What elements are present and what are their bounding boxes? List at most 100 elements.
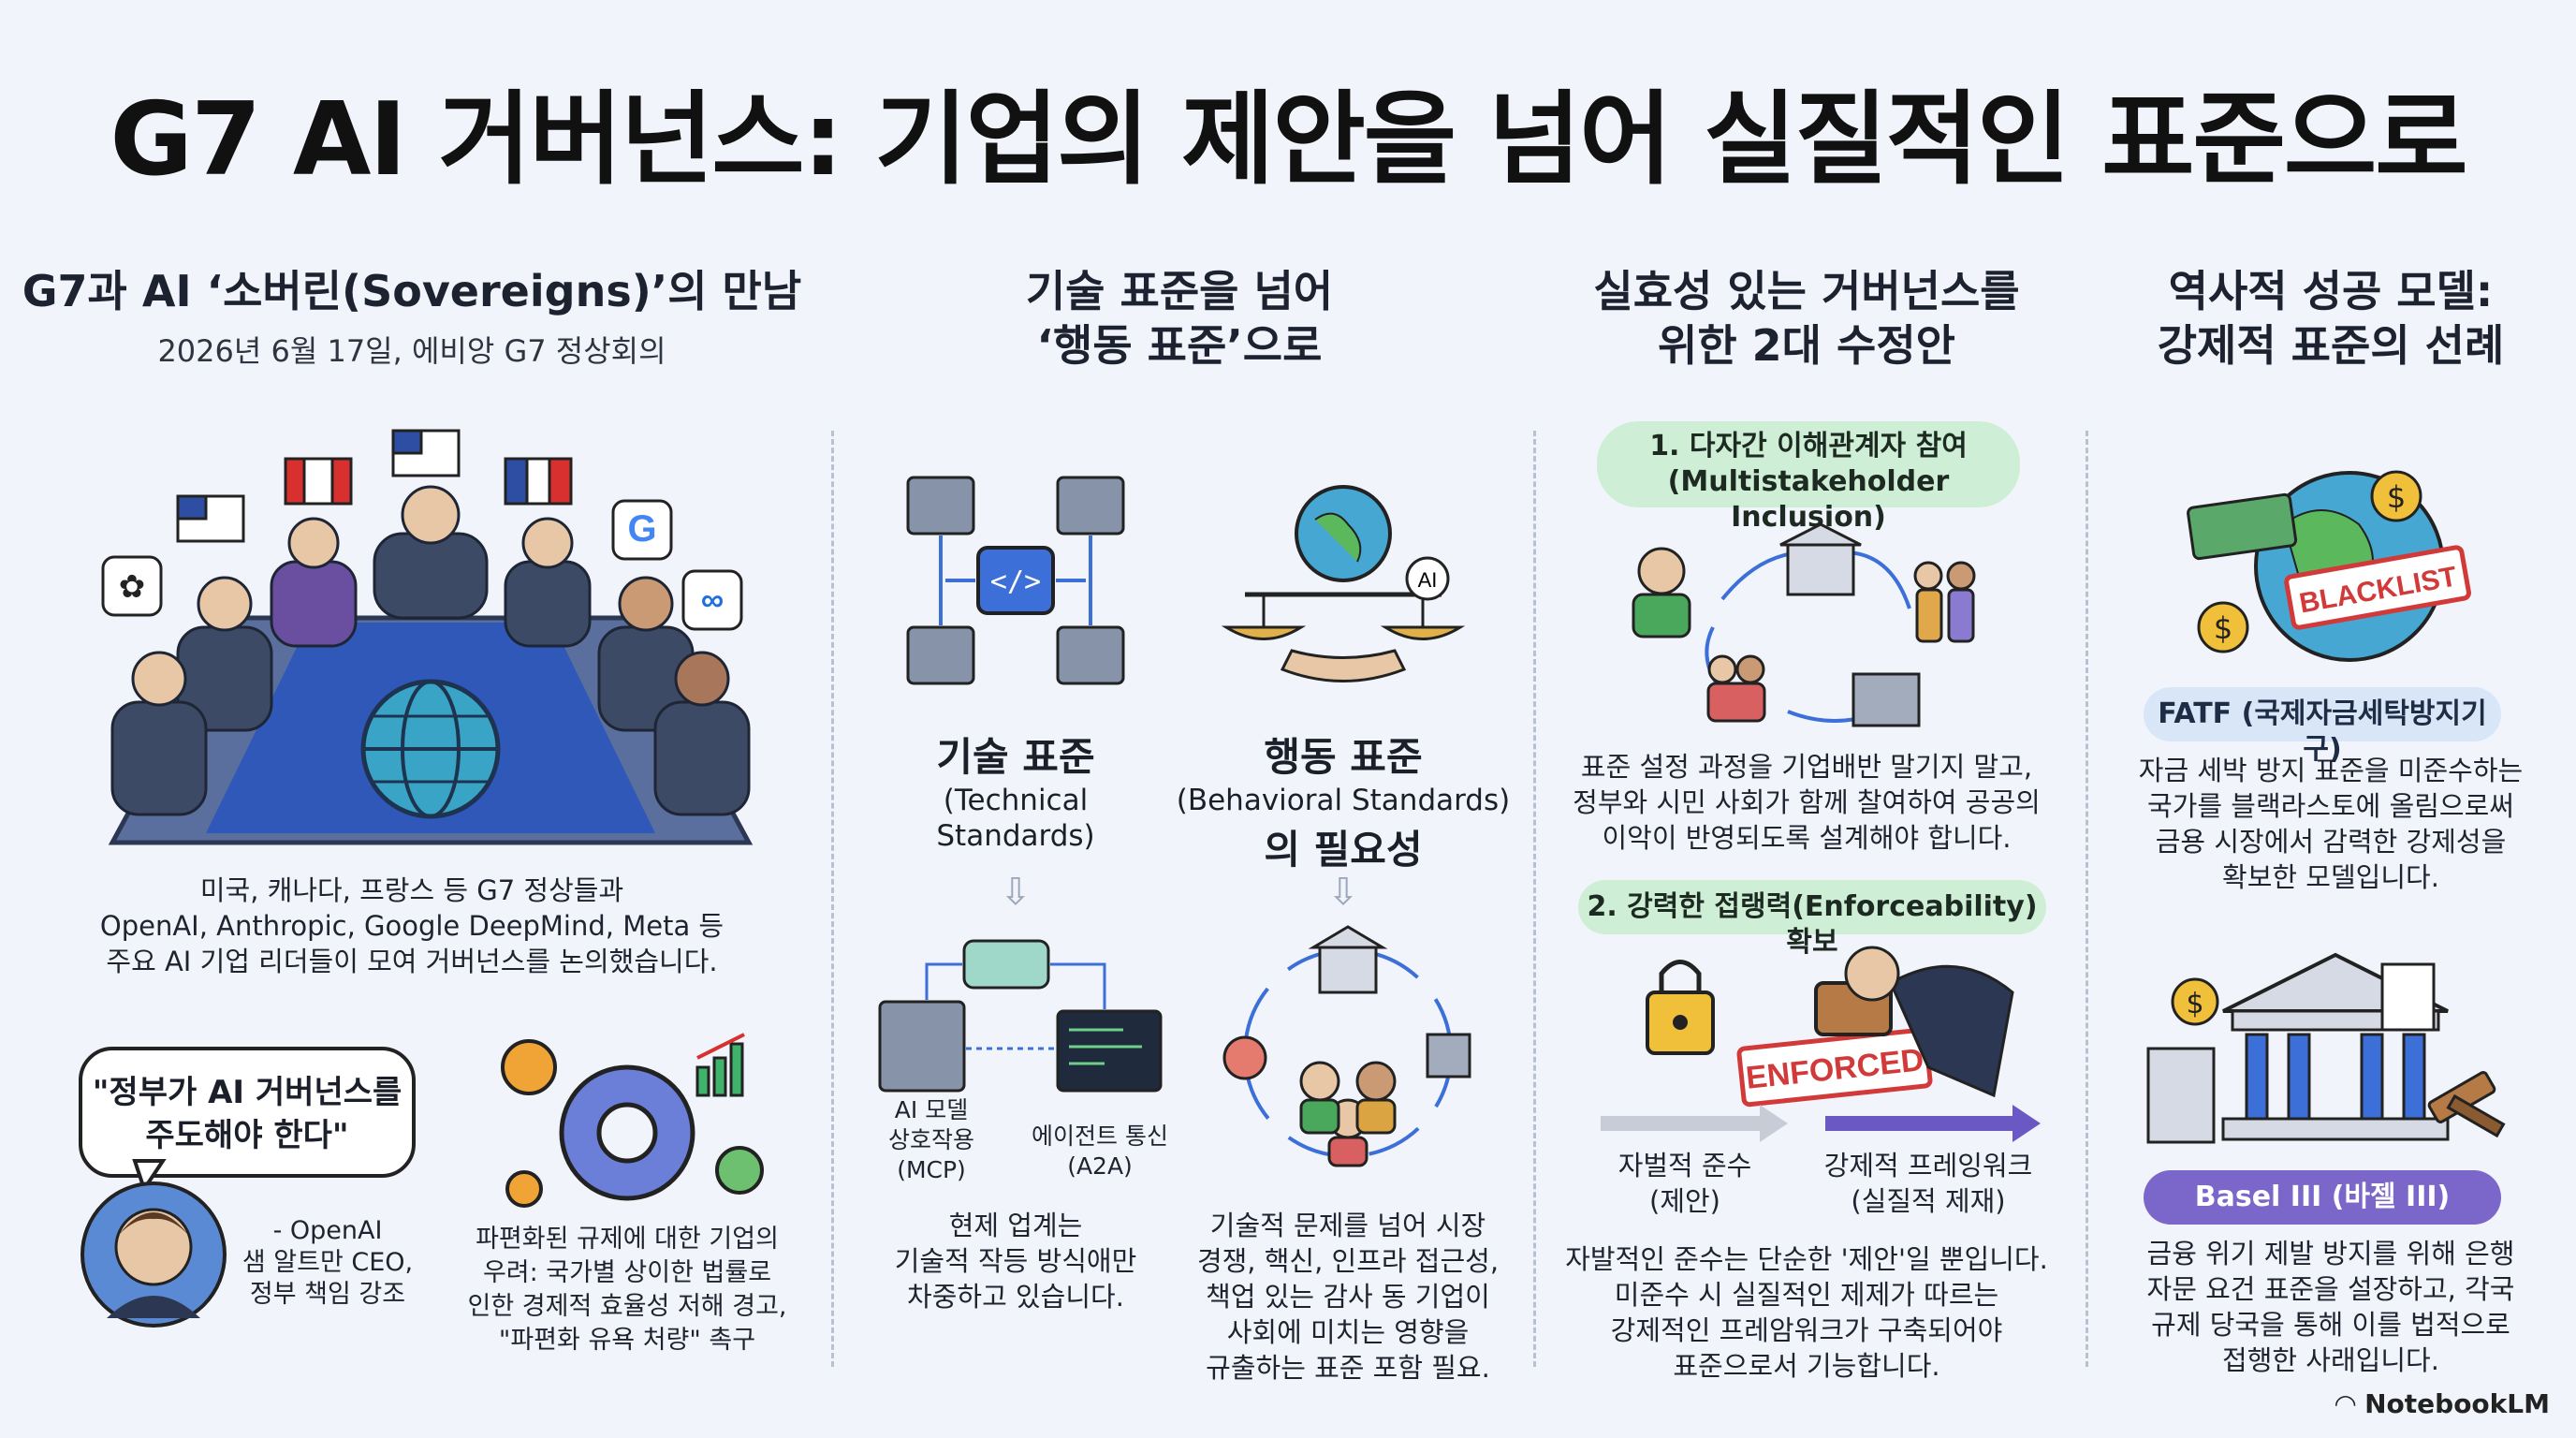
balance-scale-icon: AI (1221, 485, 1466, 682)
tech-standard-title: 기술 표준 (936, 734, 1095, 780)
enforceability-desc: 자발적인 준수는 단순한 '제안'일 뿐입니다. 미준수 시 실질적인 제제가 … (1554, 1241, 2059, 1384)
behav-standard-sub: (Behavioral Standards) (1176, 784, 1511, 817)
behav-standard-label: 행동 표준 (Behavioral Standards) 의 필요성 (1161, 726, 1526, 875)
bank-gavel-illustration: $ (2146, 952, 2506, 1144)
tech-standard-sub: (Technical (943, 784, 1089, 817)
attr-line: 샘 알트만 CEO, (242, 1248, 414, 1277)
svg-text:$: $ (2387, 479, 2406, 515)
sam-altman-avatar (80, 1159, 227, 1328)
svg-text:✿: ✿ (119, 568, 146, 606)
col3-heading-line: 위한 2대 수정안 (1658, 320, 1955, 371)
concern-line: 인한 경제적 효율성 저해 경고, (467, 1292, 787, 1321)
arrow-down-icon: ⇩ (1327, 871, 1359, 914)
tech-standard-sub: Standards) (936, 819, 1095, 853)
caption-line: OpenAI, Anthropic, Google DeepMind, Meta… (99, 910, 724, 942)
col4-heading-line: 강제적 표준의 선례 (2157, 320, 2505, 371)
tech-standard-label: 기술 표준 (Technical Standards) (880, 726, 1151, 854)
mandatory-line: (실질적 제재) (1851, 1185, 2006, 1217)
stakeholder-cycle-icon (1632, 522, 1976, 727)
server-network-icon: </> (906, 476, 1125, 685)
desc-line: 규제 당국을 통해 이를 법적으로 (2151, 1309, 2510, 1341)
desc-line: 표준으로서 기능합니다. (1673, 1350, 1940, 1382)
mcp-line: 상호작용 (887, 1126, 974, 1153)
multistakeholder-pill: 1. 다자간 이해관계자 참여 (Multistakeholder Inclus… (1597, 421, 2020, 534)
voluntary-line: 자벌적 준수 (1617, 1150, 1752, 1181)
caption-line: 미국, 캐나다, 프랑스 등 G7 정상들과 (199, 874, 624, 906)
quote-bubble: "정부가 AI 거버넌스를 주도해야 한다" (79, 1047, 416, 1178)
mandatory-label: 강제적 프레잉워크 (실질적 제재) (1797, 1148, 2059, 1219)
behav-desc: 기술적 문제를 넘어 시장 경쟁, 핵신, 인프라 접근성, 책업 있는 감사 … (1179, 1208, 1516, 1386)
behav-standard-title: 행동 표준 (1264, 734, 1423, 780)
behav-desc-line: 기술적 문제를 넘어 시장 (1209, 1210, 1486, 1241)
concern-line: 파편화된 규제에 대한 기업의 (476, 1225, 779, 1254)
desc-line: 자금 세박 방지 표준을 미준수하는 (2138, 755, 2524, 786)
tech-desc-line: 기술적 작등 방식애만 (894, 1245, 1137, 1277)
tech-desc-line: 현제 업계는 (948, 1210, 1083, 1241)
attr-line: - OpenAI (272, 1216, 383, 1245)
brand-mark: ◠ NotebookLM (2335, 1388, 2550, 1419)
col4-header: 역사적 성공 모델: 강제적 표준의 선례 (2097, 264, 2565, 373)
column-divider (2086, 431, 2088, 1367)
behav-standard-need: 의 필요성 (1264, 827, 1423, 873)
col1-heading: G7과 AI ‘소버린(Sovereigns)’의 만남 (22, 266, 802, 316)
quote-attribution: - OpenAI 샘 알트만 CEO, 정부 책임 강조 (234, 1215, 421, 1311)
desc-line: 정부와 시민 사회가 함께 찰여하여 공공의 (1573, 786, 2041, 818)
tech-desc-line: 차중하고 있습니다. (907, 1281, 1124, 1313)
behav-desc-line: 규출하는 표준 포함 필요. (1206, 1352, 1490, 1384)
svg-text:</>: </> (990, 565, 1041, 598)
svg-text:G: G (627, 508, 656, 550)
desc-line: 금융 위기 제발 방지를 위해 은행 (2146, 1238, 2515, 1269)
mcp-line: (MCP) (897, 1156, 966, 1183)
col2-heading-line: ‘행동 표준’으로 (1036, 320, 1323, 371)
quote-line: 주도해야 한다" (145, 1117, 349, 1154)
quote-line: "정부가 AI 거버넌스를 (92, 1074, 402, 1111)
col3-heading-line: 실효성 있는 거버넌스를 (1593, 266, 2020, 316)
mcp-label: AI 모델 상호작용 (MCP) (866, 1095, 997, 1185)
col1-subheading: 2026년 6월 17일, 에비앙 G7 정상회의 (157, 333, 666, 369)
mcp-line: AI 모델 (894, 1096, 969, 1123)
desc-line: 국가를 블랙라스토에 올림으로써 (2147, 790, 2514, 822)
basel-desc: 금융 위기 제발 방지를 위해 은행 자문 요건 표준을 설장하고, 각국 규제… (2097, 1236, 2565, 1378)
behav-desc-line: 책업 있는 감사 동 기업이 (1206, 1281, 1490, 1313)
attr-line: 정부 책임 강조 (249, 1280, 406, 1309)
col4-heading-line: 역사적 성공 모델: (2168, 266, 2494, 316)
col3-header: 실효성 있는 거버넌스를 위한 2대 수정안 (1544, 264, 2069, 373)
basel-pill: Basel III (바젤 III) (2144, 1170, 2501, 1225)
svg-text:AI: AI (1418, 568, 1438, 592)
svg-text:$: $ (2186, 988, 2203, 1020)
fatf-desc: 자금 세박 방지 표준을 미준수하는 국가를 블랙라스토에 올림으로써 금용 시… (2097, 753, 2565, 895)
col1-caption: 미국, 캐나다, 프랑스 등 G7 정상들과 OpenAI, Anthropic… (37, 873, 786, 979)
pill-line: (Multistakeholder Inclusion) (1667, 465, 1950, 534)
tech-desc: 현제 업계는 기술적 작등 방식애만 차중하고 있습니다. (861, 1208, 1170, 1314)
arrow-down-icon: ⇩ (1000, 871, 1032, 914)
mandatory-line: 강제적 프레잉워크 (1823, 1150, 2033, 1181)
desc-line: 강제적인 프레암워크가 구축되어야 (1610, 1314, 2003, 1346)
pill-line: 1. 다자간 이해관계자 참여 (1649, 430, 1968, 462)
progress-arrows (1601, 1105, 2041, 1142)
col2-header: 기술 표준을 넘어 ‘행동 표준’으로 (842, 264, 1516, 373)
concern-line: "파편화 유욕 처량" 촉구 (498, 1326, 756, 1355)
desc-line: 미준수 시 실질적인 제제가 따르는 (1614, 1279, 1999, 1311)
col1-header: G7과 AI ‘소버린(Sovereigns)’의 만남 2026년 6월 17… (0, 264, 824, 371)
svg-text:$: $ (2214, 610, 2232, 646)
desc-line: 금용 시장에서 감력한 강제성을 (2155, 826, 2507, 858)
column-divider (831, 431, 834, 1367)
column-divider (1533, 431, 1536, 1367)
desc-line: 표준 설정 과정을 기업배반 말기지 말고, (1580, 751, 2033, 783)
gears-icon (501, 1033, 764, 1208)
desc-line: 자발적인 준수는 단순한 '제안'일 뿐입니다. (1565, 1243, 2048, 1275)
enforceability-pill: 2. 강력한 접랭력(Enforceability) 확보 (1578, 880, 2046, 959)
a2a-line: (A2A) (1067, 1152, 1133, 1180)
desc-line: 자문 요건 표준을 설장하고, 각국 (2146, 1273, 2515, 1305)
a2a-label: 에이전트 통신 (A2A) (1020, 1122, 1179, 1181)
desc-line: 이악이 반영되도록 설계해야 합니다. (1602, 822, 2012, 854)
concern-line: 우려: 국가별 상이한 법률로 (482, 1258, 772, 1287)
svg-text:∞: ∞ (701, 582, 724, 618)
multistakeholder-desc: 표준 설정 과정을 기업배반 말기지 말고, 정부와 시민 사회가 함께 찰여하… (1554, 749, 2059, 856)
desc-line: 확보한 모델입니다. (2222, 861, 2439, 893)
blacklist-globe-illustration: $ $ BLACKLIST (2187, 470, 2471, 662)
a2a-line: 에이전트 통신 (1032, 1123, 1168, 1150)
voluntary-line: (제안) (1649, 1185, 1720, 1217)
page-title: G7 AI 거버넌스: 기업의 제안을 넘어 실질적인 표준으로 (110, 81, 2467, 198)
mcp-a2a-illustration (878, 939, 1163, 1093)
